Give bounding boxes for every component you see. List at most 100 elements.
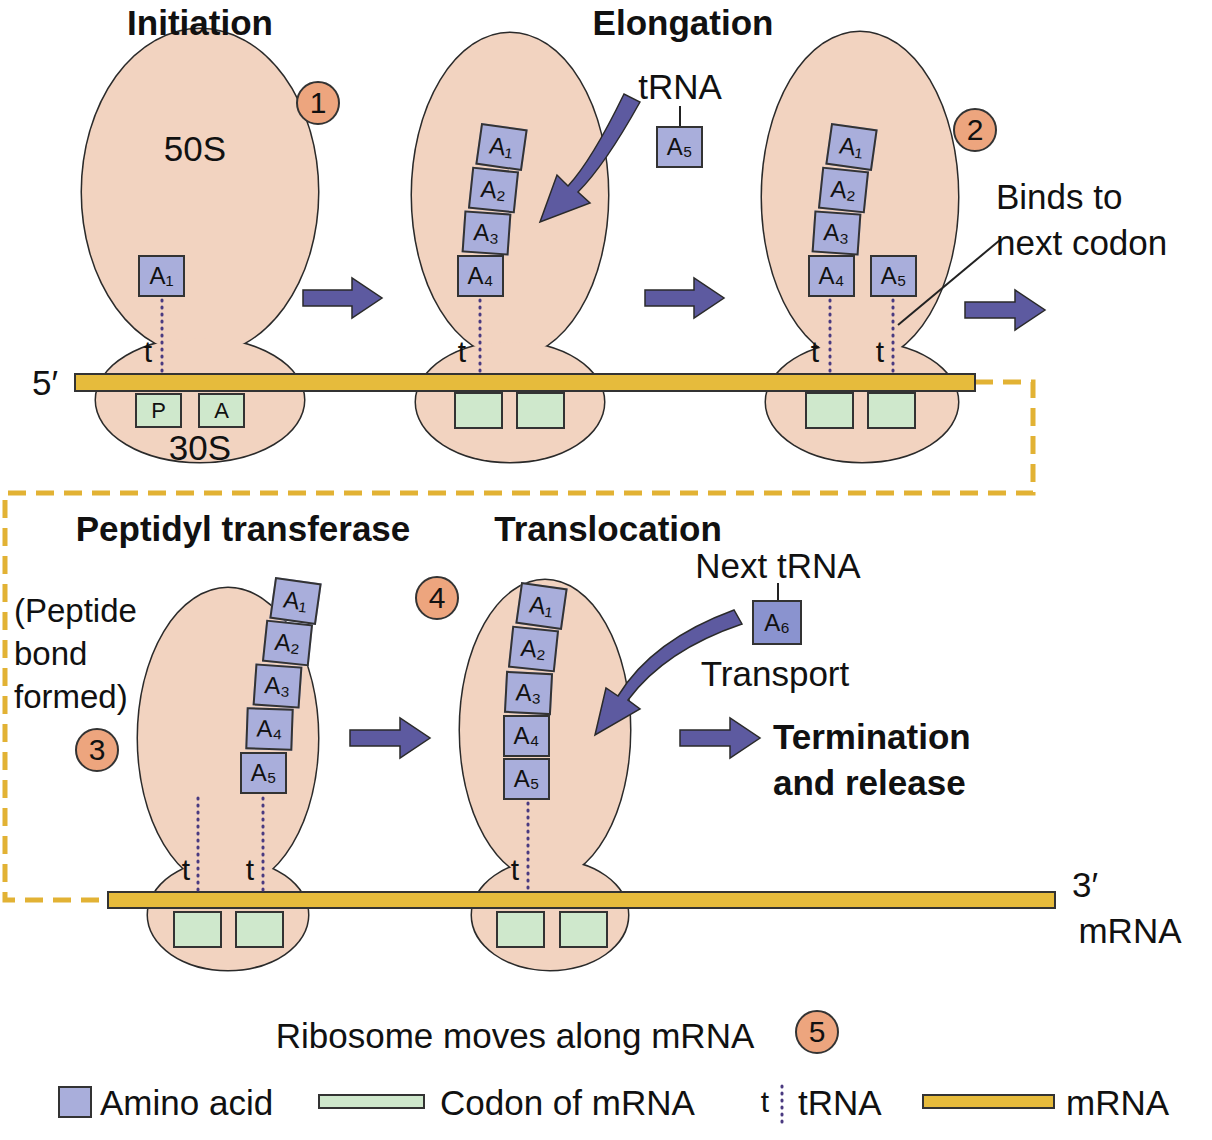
- trna-label: Next tRNA: [695, 548, 860, 583]
- large-subunit-region: 50SA₁: [82, 30, 318, 330]
- amino-acid-box: A₁: [825, 123, 877, 171]
- stage-heading: Peptidyl transferase: [76, 511, 411, 546]
- amino-acid-box: A₃: [504, 671, 553, 715]
- small-subunit-region: 30SP A: [95, 338, 305, 462]
- subunit-fill: [148, 860, 308, 970]
- trna-mark: t: [876, 337, 884, 367]
- codon-box: [806, 393, 853, 428]
- trna-mark: t: [144, 337, 152, 367]
- subunit-fill: [472, 860, 628, 970]
- amino-acid-box: A₄: [245, 707, 293, 751]
- amino-acid-box: A₄: [503, 715, 550, 757]
- node-text: A₃: [473, 220, 500, 246]
- annotation: Binds to next codon: [996, 174, 1196, 265]
- trna-mark: t: [511, 855, 519, 885]
- subunit-fill: [82, 29, 318, 355]
- leader-line: [679, 106, 681, 126]
- step-arrows: [303, 94, 1045, 758]
- strand-label: mRNA: [1078, 913, 1181, 948]
- trna-line: [197, 798, 200, 890]
- node-text: A₂: [274, 630, 302, 657]
- legend-text: Amino acid: [100, 1085, 273, 1120]
- trna-mark: t: [182, 855, 190, 885]
- callout-number: 2: [967, 115, 984, 145]
- trna-entry-arrow: [540, 94, 640, 222]
- amino-acid-box: A₁: [269, 577, 321, 625]
- stage-heading: Termination and release: [773, 714, 1003, 805]
- amino-acid-box: A₂: [508, 626, 559, 673]
- node-text: A₆: [764, 611, 790, 635]
- node-text: A₃: [823, 220, 850, 246]
- trna-mark: t: [811, 337, 819, 367]
- node-text: A₂: [830, 177, 858, 204]
- node-text: A₅: [881, 264, 907, 288]
- amino-acid-box: A₄: [808, 255, 855, 297]
- node-text: A₁: [838, 133, 865, 160]
- amino-acid-box: A₂: [468, 167, 519, 214]
- amino-acid-box: A₁: [515, 582, 567, 630]
- trna-line: [892, 300, 895, 372]
- node-text: 30S: [169, 430, 231, 465]
- callout-number: 1: [310, 88, 327, 118]
- stage-heading: Translocation: [494, 511, 722, 546]
- amino-acid-box: A₁: [475, 123, 527, 171]
- small-subunit: [766, 342, 958, 462]
- caption-note: Ribosome moves along mRNA: [276, 1018, 755, 1053]
- node-text: A₁: [528, 592, 555, 619]
- node-text: A₃: [264, 673, 291, 699]
- node-text: A₅: [667, 135, 693, 159]
- legend-text: Codon of mRNA: [440, 1085, 695, 1120]
- mrna-strand: [108, 892, 1055, 908]
- node-text: A₁: [282, 587, 309, 614]
- step-arrow: [965, 290, 1045, 330]
- node-text: A₄: [819, 264, 845, 288]
- amino-acid-box: A₄: [457, 255, 504, 297]
- node-text: A₁: [488, 133, 515, 160]
- step-arrow: [350, 718, 430, 758]
- node-text: A₃: [515, 680, 542, 705]
- node-text: A₄: [256, 717, 283, 742]
- mrna-strand: [75, 374, 975, 391]
- amino-acid-box: A₃: [253, 663, 303, 708]
- legend-swatch: [318, 1094, 425, 1109]
- node-text: A₄: [468, 264, 494, 288]
- annotation: (Peptide bond formed): [14, 590, 154, 719]
- small-subunit: [148, 860, 308, 970]
- amino-acid-box: A₂: [262, 620, 313, 667]
- step-arrow: [680, 718, 760, 758]
- codon-box: A: [198, 393, 245, 428]
- trna-line: [829, 300, 832, 372]
- amino-acid-box: A₆: [752, 600, 802, 645]
- legend-swatch: [58, 1086, 92, 1118]
- small-subunit: [472, 860, 628, 970]
- trna-line: [262, 798, 265, 890]
- codon-box: [517, 393, 564, 428]
- callout-circle: [416, 577, 458, 619]
- amino-acid-box: A₅: [503, 758, 550, 800]
- callout-number: 5: [809, 1017, 826, 1047]
- amino-acid-box: A₅: [656, 126, 703, 168]
- codon-box: [497, 912, 544, 947]
- trna-line: [527, 803, 530, 890]
- node-text: A₂: [480, 177, 508, 204]
- codon-box: [868, 393, 915, 428]
- subunit-fill: [138, 588, 318, 888]
- large-subunit: [762, 32, 958, 362]
- step-arrow: [645, 278, 724, 318]
- amino-acid-box: A₁: [138, 255, 185, 297]
- subunit-fill: [416, 342, 604, 462]
- legend-text: tRNA: [798, 1085, 882, 1120]
- subunit-fill: [766, 342, 958, 462]
- node-text: A₂: [520, 636, 548, 663]
- node-text: P: [151, 400, 166, 422]
- strand-end: 5′: [32, 365, 58, 400]
- small-subunit: [416, 342, 604, 462]
- node-text: A₅: [514, 767, 540, 791]
- callout-circles: [76, 82, 996, 1053]
- amino-acid-box: A₃: [462, 210, 512, 255]
- callout-circle: [297, 82, 339, 124]
- codon-box: [174, 912, 221, 947]
- amino-acid-box: A₅: [240, 752, 287, 794]
- node-text: A₁: [149, 264, 173, 288]
